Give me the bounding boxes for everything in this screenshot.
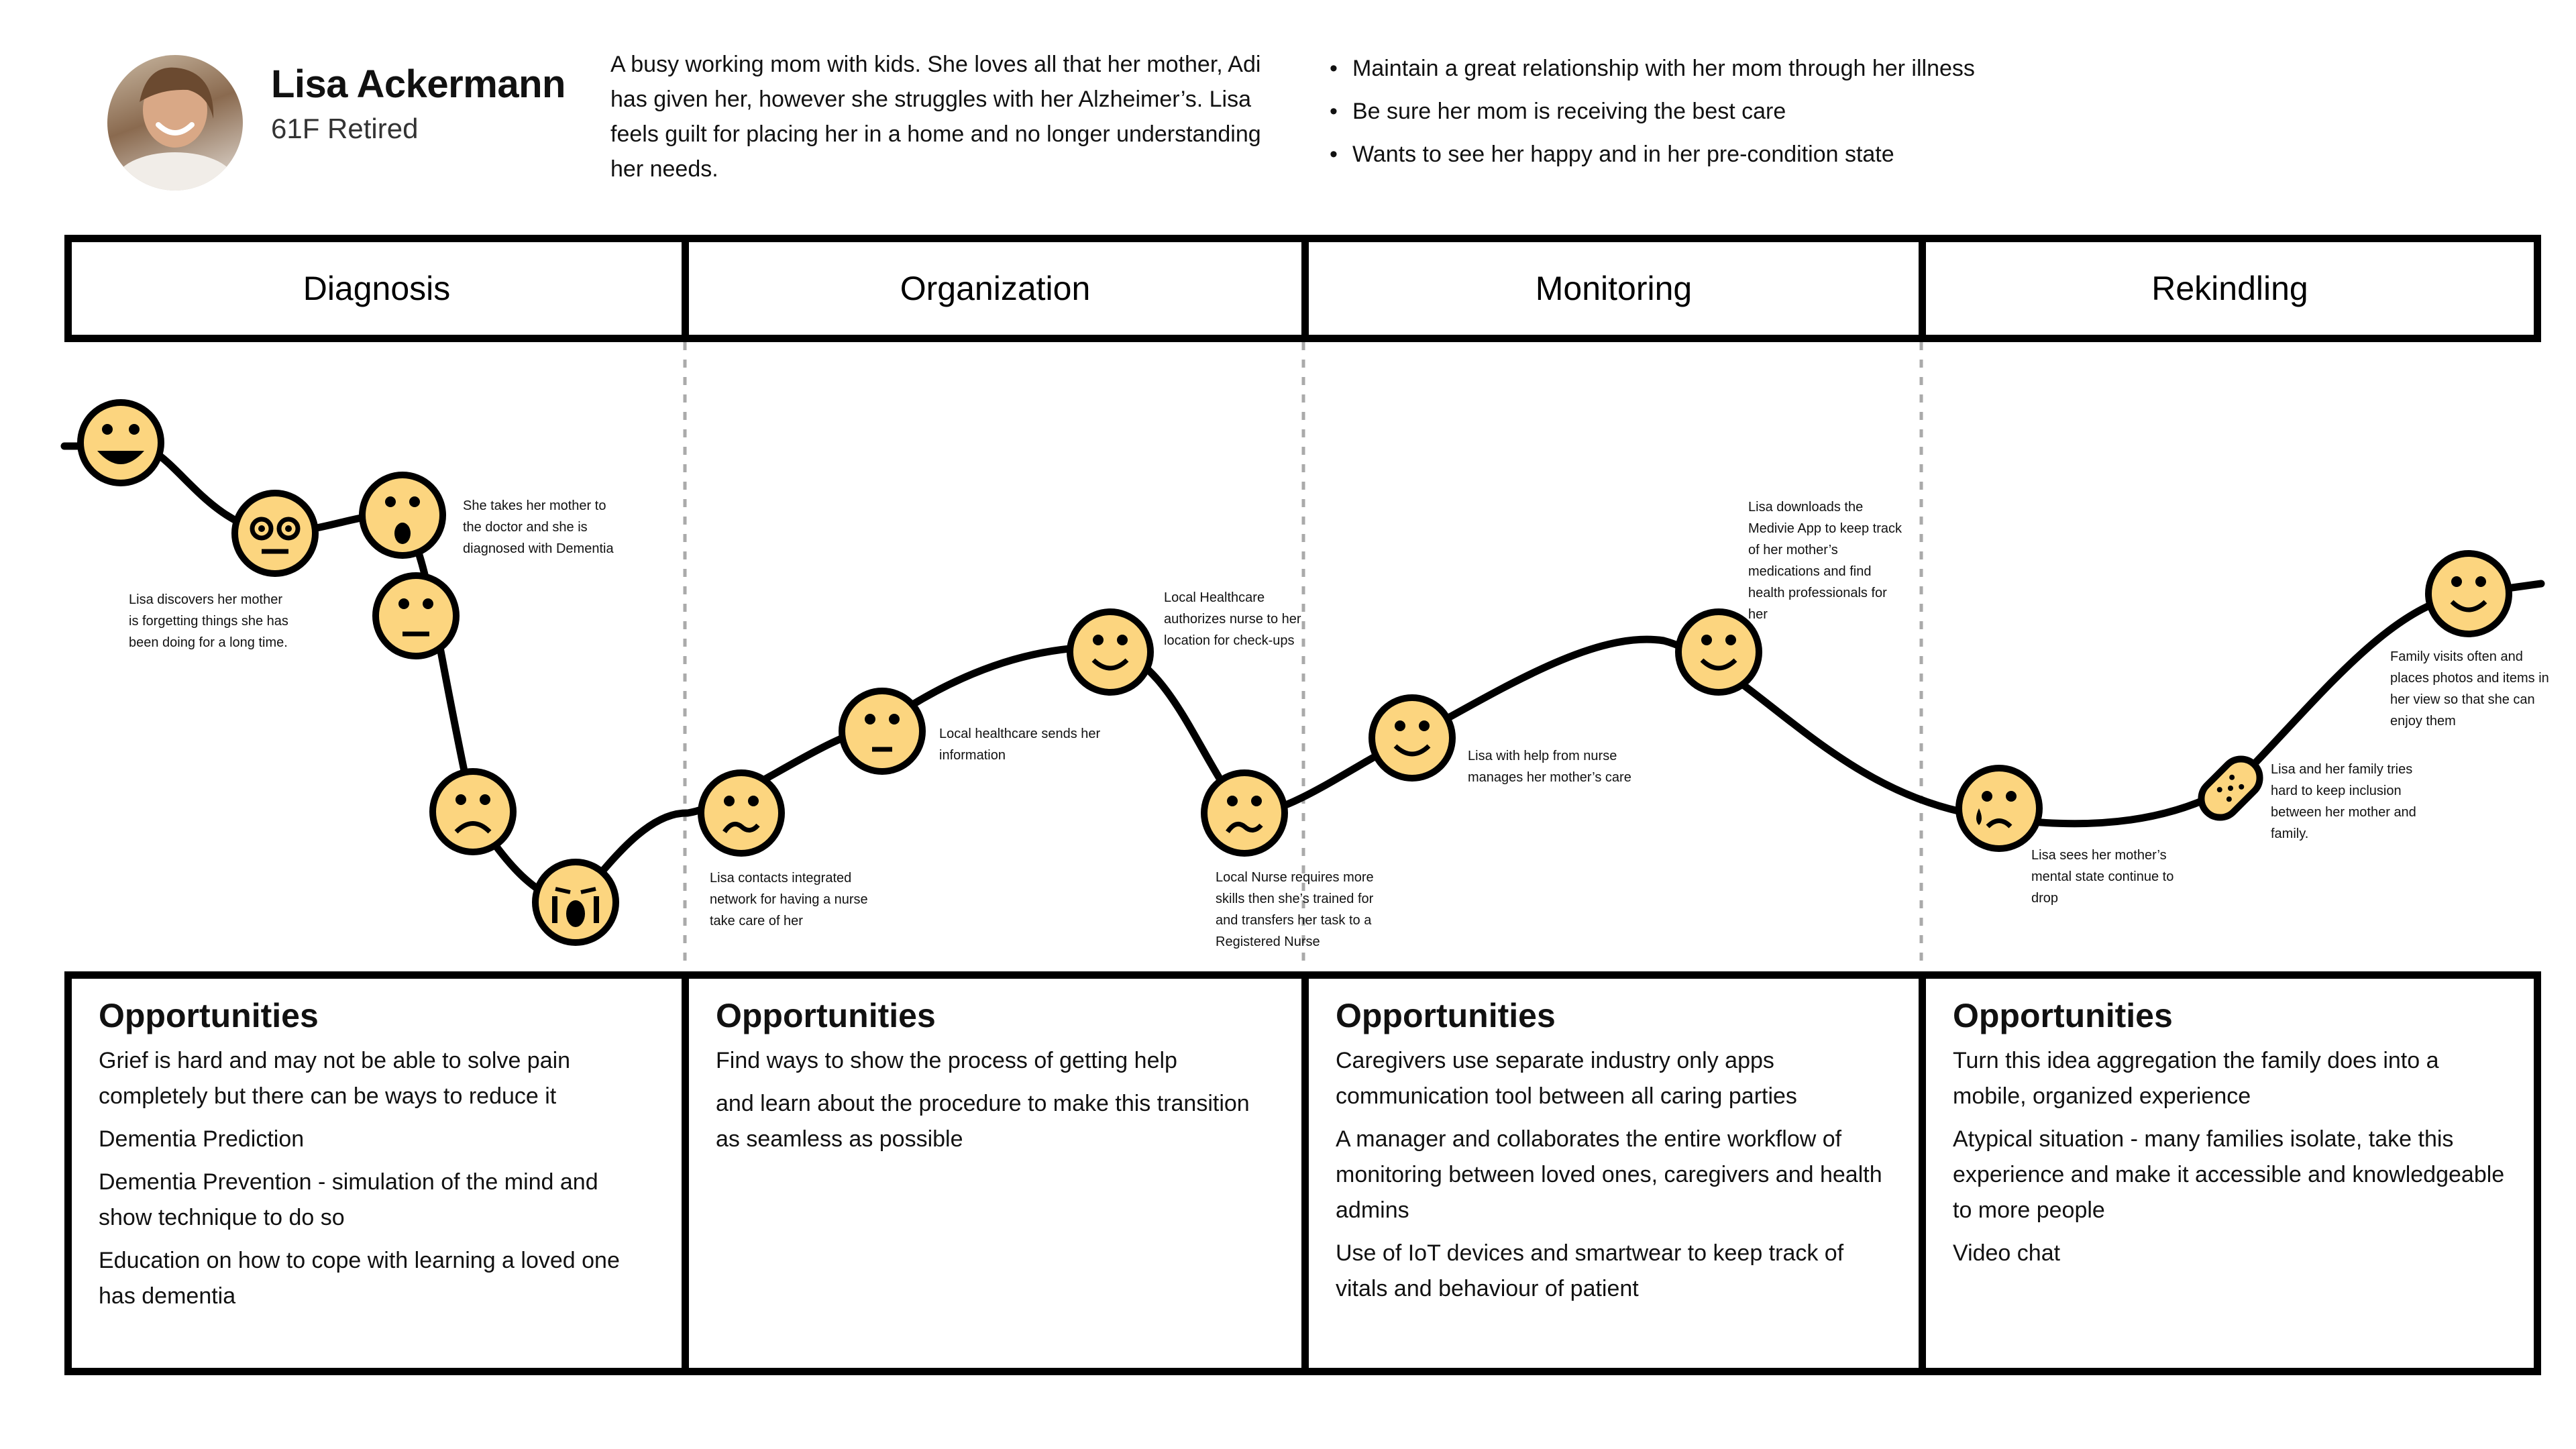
journey-note: Local healthcare sends her information xyxy=(939,727,1104,763)
goal-item: Be sure her mom is receiving the best ca… xyxy=(1330,90,2135,133)
very-happy-face-icon xyxy=(77,399,164,486)
journey-note: Local Nurse requires more skills then sh… xyxy=(1216,870,1377,949)
journey-note: Lisa downloads the Medivie App to keep t… xyxy=(1748,500,1906,622)
persona-subtitle: 61F Retired xyxy=(271,113,419,144)
opportunities-title: Opportunities xyxy=(1336,997,1556,1034)
surprised-face-icon xyxy=(359,472,446,559)
opportunity-item: and learn about the procedure to make th… xyxy=(716,1091,1250,1152)
journey-note: Lisa discovers her mother is forgetting … xyxy=(129,592,292,650)
neutral-face-icon xyxy=(839,688,926,775)
opportunity-item: Caregivers use separate industry only ap… xyxy=(1336,1048,1797,1109)
journey-note: Lisa with help from nurse manages her mo… xyxy=(1468,749,1631,785)
opportunity-item: Video chat xyxy=(1953,1240,2061,1266)
stage-organization: Organization xyxy=(682,235,1301,342)
opportunities-monitoring: Opportunities Caregivers use separate in… xyxy=(1301,971,1919,1375)
happy-face-icon xyxy=(2425,550,2512,637)
opportunity-item: Education on how to cope with learning a… xyxy=(99,1248,620,1309)
opportunity-item: A manager and collaborates the entire wo… xyxy=(1336,1126,1882,1223)
journey-note: Family visits often and places photos an… xyxy=(2390,649,2553,729)
journey-note: Lisa sees her mother’s mental state cont… xyxy=(2031,848,2178,906)
stage-monitoring: Monitoring xyxy=(1301,235,1919,342)
opportunities-rekindling: Opportunities Turn this idea aggregation… xyxy=(1919,971,2541,1375)
neutral-glasses-face-icon xyxy=(231,490,319,577)
happy-face-icon xyxy=(1368,694,1456,782)
opportunity-item: Dementia Prevention - simulation of the … xyxy=(99,1169,598,1230)
opportunity-item: Grief is hard and may not be able to sol… xyxy=(99,1048,571,1109)
goal-item: Wants to see her happy and in her pre-co… xyxy=(1330,133,2135,176)
journey-note: Lisa contacts integrated network for hav… xyxy=(710,871,871,928)
opportunities-title: Opportunities xyxy=(716,997,936,1034)
journey-note: Lisa and her family tries hard to keep i… xyxy=(2271,762,2420,841)
sad-face-icon xyxy=(429,768,517,855)
opportunity-item: Dementia Prediction xyxy=(99,1126,305,1152)
persona-goals: Maintain a great relationship with her m… xyxy=(1330,47,2135,176)
opportunity-item: Turn this idea aggregation the family do… xyxy=(1953,1048,2439,1109)
happy-face-icon xyxy=(1067,608,1154,696)
persona-name: Lisa Ackermann xyxy=(271,62,566,106)
journey-note: Local Healthcare authorizes nurse to her… xyxy=(1164,590,1305,648)
crying-face-icon xyxy=(532,859,619,946)
sad-tear-face-icon xyxy=(1955,765,2043,852)
opportunities-title: Opportunities xyxy=(99,997,319,1034)
neutral-face-icon xyxy=(372,572,460,659)
sad-face-icon xyxy=(698,769,785,857)
band-aid-icon xyxy=(2198,755,2263,821)
persona-avatar xyxy=(107,55,243,191)
stage-diagnosis: Diagnosis xyxy=(64,235,682,342)
opportunity-item: Atypical situation - many families isola… xyxy=(1953,1126,2505,1223)
opportunities-organization: Opportunities Find ways to show the proc… xyxy=(682,971,1301,1375)
opportunity-item: Find ways to show the process of getting… xyxy=(716,1048,1177,1073)
opportunities-title: Opportunities xyxy=(1953,997,2173,1034)
opportunities-diagnosis: Opportunities Grief is hard and may not … xyxy=(64,971,682,1375)
opportunity-item: Use of IoT devices and smartwear to keep… xyxy=(1336,1240,1844,1301)
stage-rekindling: Rekindling xyxy=(1919,235,2541,342)
happy-face-icon xyxy=(1675,608,1762,696)
journey-note: She takes her mother to the doctor and s… xyxy=(463,498,614,556)
persona-bio: A busy working mom with kids. She loves … xyxy=(610,52,1261,182)
goal-item: Maintain a great relationship with her m… xyxy=(1330,47,2135,90)
sad-face-icon xyxy=(1201,769,1288,857)
